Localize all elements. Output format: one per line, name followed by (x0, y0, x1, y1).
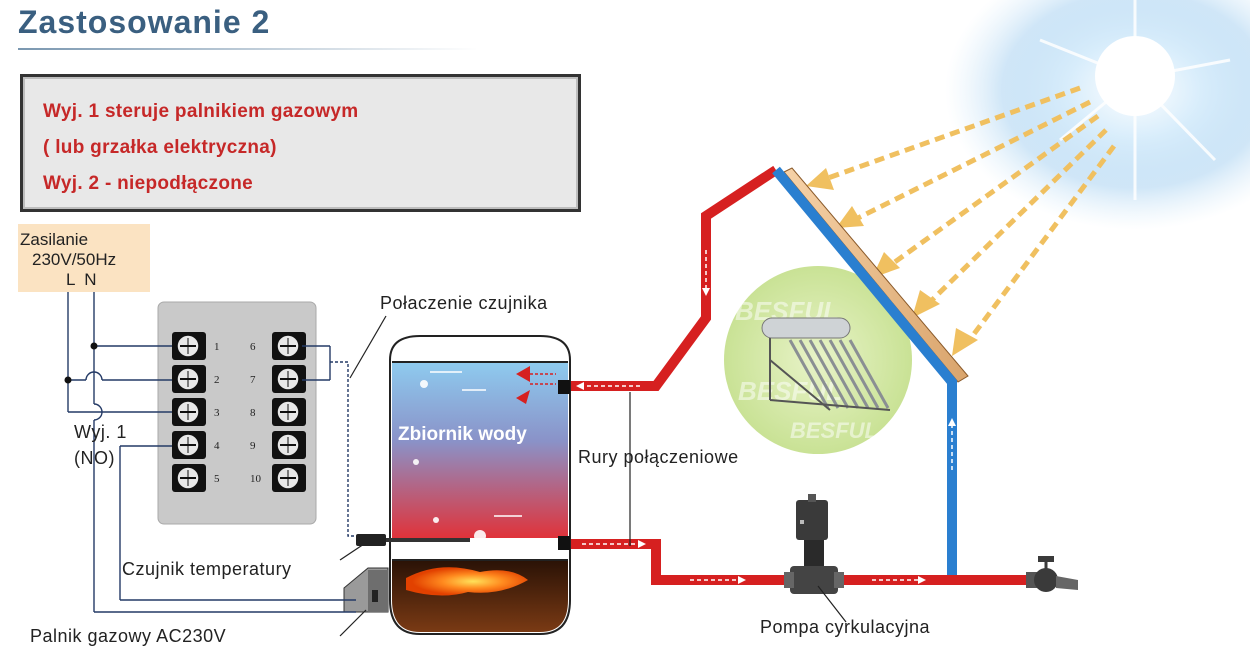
terminal-9: 9 (250, 431, 306, 459)
burner-label: Palnik gazowy AC230V (30, 626, 227, 646)
sun-disc (1095, 36, 1175, 116)
tank-inner-arrows (516, 366, 530, 404)
solar-heater-illustration: BESFUL BESFUL BESFUL (724, 266, 912, 454)
supply-line-1: Zasilanie (20, 230, 89, 249)
temperature-sensor-label: Czujnik temperatury (122, 559, 292, 579)
supply-line-2: 230V/50Hz (32, 250, 117, 269)
terminal-5: 5 (172, 464, 220, 492)
wire-junctions (64, 342, 98, 384)
terminal-number: 8 (250, 407, 256, 419)
output-label: Wyj. 1 (74, 422, 127, 442)
info-box: Wyj. 1 steruje palnikiem gazowym ( lub g… (20, 74, 581, 212)
pump-label: Pompa cyrkulacyjna (760, 617, 931, 637)
tank-firebox (392, 560, 568, 632)
wiring (67, 290, 356, 613)
pipes-label: Rury połączeniowe (578, 447, 739, 467)
output-mode-label: (NO) (74, 448, 115, 468)
info-line-3: Wyj. 2 - niepodłączone (43, 173, 254, 194)
supply-line-3: L N (66, 270, 97, 289)
power-supply-box: Zasilanie 230V/50Hz L N (18, 224, 150, 292)
info-line-1: Wyj. 1 steruje palnikiem gazowym (43, 101, 359, 122)
title-underline (18, 48, 478, 50)
terminal-block: 1 2 3 4 5 6 7 8 9 10 (157, 301, 317, 525)
terminal-number: 9 (250, 440, 256, 452)
terminal-1: 1 (172, 332, 220, 360)
sensor-wire (330, 361, 356, 537)
terminal-6: 6 (250, 332, 306, 360)
circulation-pump (784, 494, 844, 594)
page-title: Zastosowanie 2 (18, 4, 271, 40)
temperature-sensor-probe (356, 534, 470, 546)
terminal-number: 5 (214, 473, 220, 485)
terminal-number: 4 (214, 440, 220, 452)
flame (406, 567, 528, 596)
tank-label: Zbiornik wody (398, 424, 527, 445)
outlet-valve (1026, 556, 1078, 592)
cold-pipe (772, 166, 957, 578)
terminal-number: 2 (214, 374, 220, 386)
heater-tubes (788, 339, 890, 409)
terminal-number: 6 (250, 341, 256, 353)
terminal-10: 10 (250, 464, 306, 492)
watermark-3: BESFUL (790, 418, 878, 443)
leader-lines (339, 315, 847, 637)
cold-inlet-connector (558, 536, 570, 550)
hot-outlet-connector (558, 380, 570, 394)
terminal-3: 3 (172, 398, 220, 426)
heater-tank (761, 317, 851, 339)
heater-frame (769, 338, 891, 411)
bubbles (413, 345, 486, 542)
sun (945, 0, 1250, 230)
sky-glow (945, 0, 1250, 230)
terminal-2: 2 (172, 365, 220, 393)
terminal-4: 4 (172, 431, 220, 459)
solar-arrows (827, 85, 1117, 344)
info-line-2: ( lub grzałka elektryczna) (43, 137, 277, 158)
terminal-number: 10 (250, 473, 262, 485)
terminal-7: 7 (250, 365, 306, 393)
tank-water (392, 362, 568, 538)
tank-inner-flow (530, 373, 556, 385)
sensor-connection-label: Połaczenie czujnika (380, 293, 548, 313)
terminal-number: 3 (214, 407, 220, 419)
terminal-number: 1 (214, 341, 220, 353)
solar-arrow-heads (806, 168, 978, 356)
gas-burner (343, 567, 389, 613)
terminal-number: 7 (250, 374, 256, 386)
water-tank (389, 335, 571, 635)
tank-highlights (430, 371, 522, 517)
terminal-8: 8 (250, 398, 306, 426)
